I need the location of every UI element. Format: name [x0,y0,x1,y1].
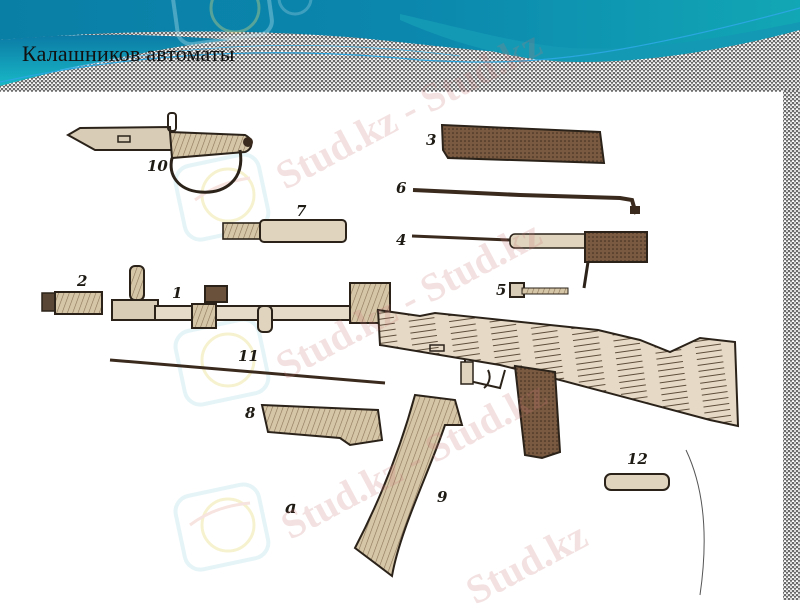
bayonet-part [65,112,253,194]
recoil-spring-part [412,188,640,215]
bolt-carrier-part [411,231,648,289]
cleaning-rod-part [109,358,386,385]
gas-tube-part [222,219,347,243]
muzzle-brake-part [41,291,103,315]
label-part-1: 1 [172,284,183,302]
handguard-part [260,403,384,447]
accessory-case-part [604,473,670,491]
slide-header: Калашников автоматы [0,0,800,92]
magazine-part [353,393,464,578]
receiver-cover-part [440,123,606,165]
rifle-body-part [111,265,740,460]
exploded-view-figure: 10 7 3 6 4 5 2 1 11 8 9 12 а Stud.kz - S… [0,21,783,613]
right-border-pattern [783,90,800,600]
label-part-10: 10 [147,157,168,175]
label-part-3: 3 [426,131,437,149]
slide-title: Калашников автоматы [22,41,235,66]
label-part-2: 2 [77,272,88,290]
bolt-part [509,282,569,298]
figure-caption-letter: а [285,497,297,518]
label-part-11: 11 [238,347,259,365]
label-part-5: 5 [496,281,507,299]
label-part-12: 12 [627,450,648,468]
rifle-drawing [41,112,740,596]
label-part-4: 4 [396,231,407,249]
header-wave [0,0,800,86]
label-part-9: 9 [437,488,448,506]
label-part-8: 8 [245,404,256,422]
label-part-7: 7 [296,202,307,220]
label-part-6: 6 [396,179,407,197]
circle-arc [685,449,705,596]
